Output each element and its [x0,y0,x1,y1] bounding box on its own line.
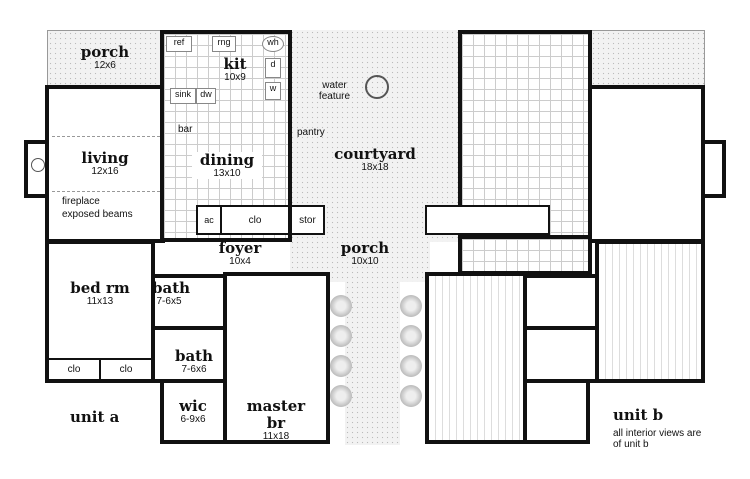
range: rng [212,36,236,52]
water-feature-label: water feature [318,80,351,102]
water-feature-icon [365,75,389,99]
walk-in-closet-b [523,379,590,444]
ac-closet: ac [196,205,222,235]
beams-label: exposed beams [62,209,133,220]
closet-1: clo [47,358,101,381]
dryer: d [265,58,281,78]
porch-b [590,30,705,87]
bath-b-2 [523,326,599,383]
storage: stor [290,205,325,235]
bar-label: bar [178,124,193,135]
foyer-closet: clo [220,205,290,235]
refrigerator: ref [166,36,192,52]
sink: sink [170,88,196,104]
foyer-b [458,235,592,275]
living-room-b [588,85,705,243]
bed-room-b [595,240,705,383]
dishwasher: dw [196,88,216,104]
master-bedroom-b [425,272,527,444]
water-heater: wh [262,36,284,52]
fireplace-label: fireplace [62,196,100,207]
unit-b-note: all interior views are of unit b [613,428,702,450]
walkway [345,280,400,445]
unit-b-label: unit b [613,406,664,424]
closets-b [425,205,550,235]
porch-a [47,30,162,87]
unit-a-label: unit a [70,408,120,426]
pantry-label: pantry [297,127,325,138]
closet-2: clo [99,358,153,381]
master-bedroom [223,272,330,444]
washer: w [265,82,281,100]
bath-b-1 [523,274,599,330]
exposed-beams [52,136,160,192]
